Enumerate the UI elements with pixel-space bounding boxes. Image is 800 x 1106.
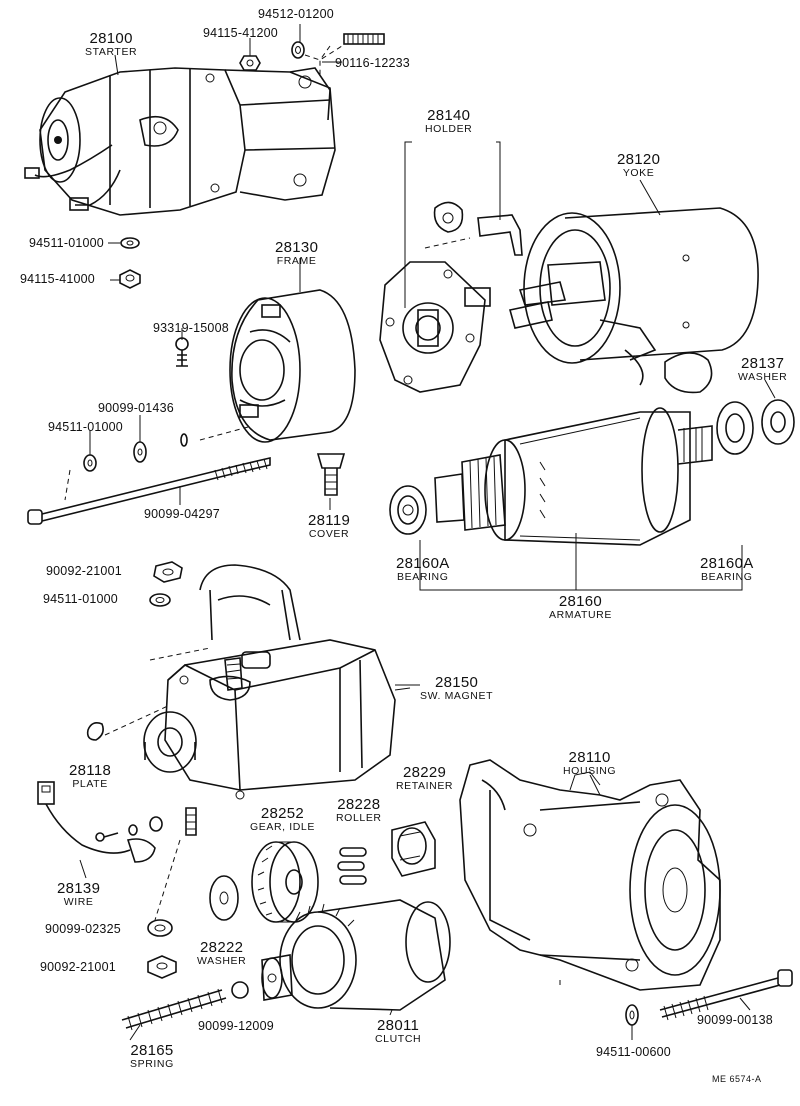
bottom-right-washer-drawing bbox=[625, 1004, 639, 1026]
retainer-drawing bbox=[391, 821, 436, 877]
part-number-94115-41000: 94115-41000 bbox=[20, 272, 95, 286]
plate-drawing bbox=[86, 722, 104, 741]
through-bolt bbox=[27, 456, 271, 525]
part-number-90099-12009: 90099-12009 bbox=[198, 1019, 274, 1033]
housing-drawing bbox=[459, 759, 721, 991]
clutch-drawing bbox=[261, 899, 451, 1011]
part-number-94511-00600: 94511-00600 bbox=[596, 1045, 671, 1059]
part-number-90099-04297: 90099-04297 bbox=[144, 507, 220, 521]
washer-28137-drawing bbox=[761, 399, 795, 445]
part-number-93319-15008: 93319-15008 bbox=[153, 321, 229, 335]
idle-gear-drawing bbox=[251, 841, 319, 923]
part-number-94512-01200: 94512-01200 bbox=[258, 7, 334, 21]
yoke-drawing bbox=[509, 207, 759, 394]
spring-drawing bbox=[121, 988, 227, 1031]
part-number-90116-12233: 90116-12233 bbox=[335, 56, 410, 70]
part-number-90099-01436: 90099-01436 bbox=[98, 401, 174, 415]
top-hardware bbox=[239, 33, 385, 78]
armature-drawing bbox=[389, 401, 754, 591]
frame-drawing bbox=[199, 289, 356, 443]
wire-drawing bbox=[37, 781, 163, 863]
rollers-drawing bbox=[337, 847, 367, 885]
diagram-reference-code: ME 6574-A bbox=[712, 1074, 762, 1084]
mid-left-hardware bbox=[149, 561, 183, 607]
sw-magnet-drawing bbox=[104, 564, 411, 921]
housing-bolt-drawing bbox=[659, 969, 793, 1021]
part-number-94511-01000-b: 94511-01000 bbox=[48, 420, 123, 434]
part-number-90099-00138: 90099-00138 bbox=[697, 1013, 773, 1027]
bottom-left-hardware bbox=[147, 919, 177, 979]
leader-lines bbox=[79, 24, 776, 1041]
part-number-90092-21001-a: 90092-21001 bbox=[46, 564, 122, 578]
starter-assembly-drawing bbox=[24, 67, 336, 216]
part-number-94115-41200: 94115-41200 bbox=[203, 26, 278, 40]
washer-28222-drawing bbox=[209, 875, 239, 921]
part-number-90092-21001-b: 90092-21001 bbox=[40, 960, 116, 974]
part-number-90099-02325: 90099-02325 bbox=[45, 922, 121, 936]
steel-ball-drawing bbox=[231, 981, 249, 999]
part-number-94511-01000-c: 94511-01000 bbox=[43, 592, 118, 606]
cover-drawing bbox=[316, 453, 346, 496]
part-number-94511-01000-a: 94511-01000 bbox=[29, 236, 104, 250]
holder-drawing bbox=[379, 141, 523, 393]
